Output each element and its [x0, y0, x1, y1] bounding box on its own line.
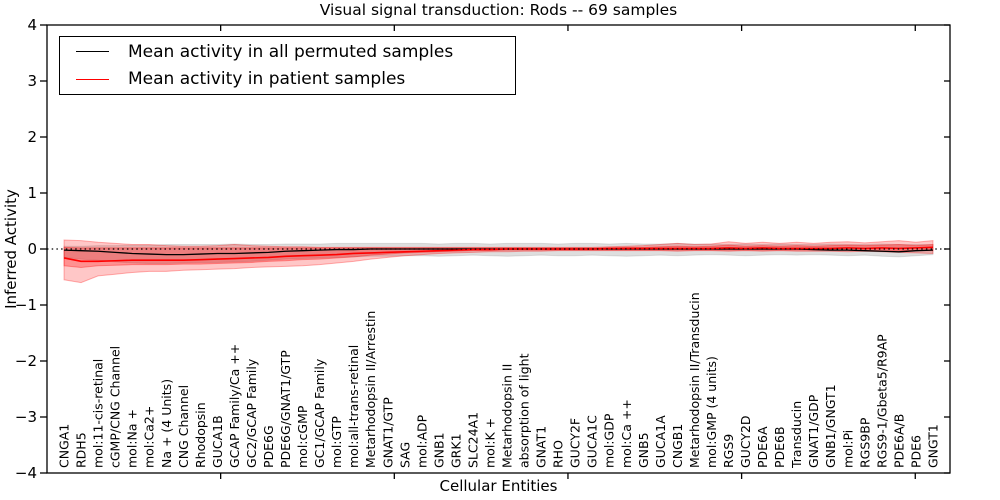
x-category-label: mol:GMP (4 units): [704, 356, 719, 468]
x-category-label: RGS9-1/Gbeta5/R9AP: [874, 334, 889, 468]
legend-label-patient: Mean activity in patient samples: [128, 69, 406, 90]
y-axis-title: Inferred Activity: [2, 189, 20, 309]
chart-title: Visual signal transduction: Rods -- 69 s…: [319, 1, 678, 19]
x-category-label: Metarhodopsin II/Transducin: [687, 292, 702, 468]
x-category-label: absorption of light: [517, 353, 532, 468]
y-tick-label: −3: [15, 408, 37, 426]
x-category-label: PDE6: [908, 435, 923, 468]
x-category-label: RHO: [551, 440, 566, 468]
x-category-label: PDE6B: [772, 426, 787, 468]
x-category-label: PDE6G/GNAT1/GTP: [278, 350, 293, 468]
x-category-label: mol:all-trans-retinal: [346, 345, 361, 468]
y-tick-label: 2: [27, 128, 37, 146]
x-category-label: GCAP Family/Ca ++: [227, 344, 242, 468]
x-category-label: GRK1: [448, 433, 463, 468]
y-tick-label: −2: [15, 352, 37, 370]
x-category-label: Na + (4 Units): [159, 379, 174, 468]
x-category-label: Transducin: [789, 401, 804, 469]
x-category-label: GNB1: [431, 432, 446, 468]
permuted-line-swatch-icon: [76, 51, 109, 53]
x-category-label: GUCA1C: [585, 415, 600, 468]
y-tick-label: 0: [27, 240, 37, 258]
x-category-label: Metarhodopsin II/Arrestin: [363, 311, 378, 468]
x-axis-title: Cellular Entities: [439, 477, 558, 495]
x-category-label: SLC24A1: [465, 412, 480, 468]
patient-line-swatch-icon: [76, 78, 109, 80]
x-category-label: GUCY2D: [738, 415, 753, 468]
legend-label-permuted: Mean activity in all permuted samples: [128, 41, 454, 62]
x-category-label: CNGB1: [670, 424, 685, 468]
x-category-label: mol:GDP: [602, 413, 617, 468]
x-category-label: CNGA1: [57, 424, 72, 468]
x-category-label: mol:K +: [482, 418, 497, 468]
x-category-label: GC2/GCAP Family: [244, 358, 259, 468]
x-category-label: PDE6A: [755, 426, 770, 468]
x-category-label: GC1/GCAP Family: [312, 358, 327, 468]
x-category-label: mol:Na +: [125, 409, 140, 468]
y-tick-label: −1: [15, 296, 37, 314]
x-category-label: GNAT1/GTP: [380, 397, 395, 468]
x-category-label: mol:Ca ++: [619, 399, 634, 468]
y-tick-label: 1: [27, 184, 37, 202]
x-category-label: mol:GTP: [329, 416, 344, 468]
legend-item-permuted: Mean activity in all permuted samples: [60, 39, 515, 65]
x-category-label: cGMP/CNG Channel: [108, 346, 123, 468]
x-category-label: GUCY2F: [568, 418, 583, 468]
x-category-label: mol:Ca2+: [142, 406, 157, 468]
x-category-label: GNAT1/GDP: [806, 394, 821, 468]
x-category-label: mol:ADP: [414, 414, 429, 468]
x-category-label: GUCA1A: [653, 415, 668, 468]
x-category-label: mol:11-cis-retinal: [91, 359, 106, 468]
x-category-label: mol:Pi: [840, 430, 855, 468]
x-category-label: CNG Channel: [176, 385, 191, 468]
y-tick-label: 3: [27, 72, 37, 90]
legend: Mean activity in all permuted samples Me…: [59, 36, 516, 95]
x-category-label: PDE6A/B: [891, 414, 906, 468]
x-category-label: GNB5: [636, 432, 651, 468]
x-category-label: RDH5: [74, 432, 89, 468]
x-category-label: GNAT1: [534, 426, 549, 468]
x-category-label: SAG: [397, 442, 412, 468]
x-category-label: GUCA1B: [210, 415, 225, 468]
x-category-label: RGS9BP: [857, 417, 872, 468]
y-tick-label: 4: [27, 16, 37, 34]
band-patient-sample-outer-range: [63, 239, 934, 284]
y-tick-label: −4: [15, 464, 37, 482]
x-category-label: GNGT1: [925, 424, 940, 468]
x-category-label: RGS9: [721, 434, 736, 468]
x-category-label: PDE6G: [261, 425, 276, 468]
x-category-label: Rhodopsin: [193, 402, 208, 468]
x-category-label: Metarhodopsin II: [500, 364, 515, 468]
x-category-label: mol:cGMP: [295, 405, 310, 468]
x-category-label: GNB1/GNGT1: [823, 384, 838, 468]
legend-item-patient: Mean activity in patient samples: [60, 66, 515, 92]
